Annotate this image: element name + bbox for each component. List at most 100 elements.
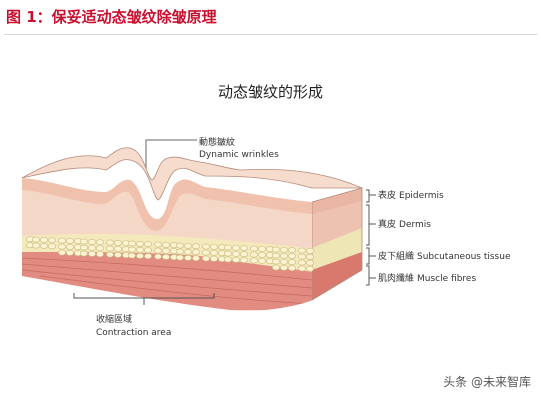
fat-cell: [224, 250, 232, 257]
fat-cell: [136, 240, 144, 247]
diagram-title: 动态皱纹的形成: [217, 83, 323, 101]
fat-cell: [280, 252, 288, 259]
fat-cell: [298, 253, 306, 260]
layer-zh: 肌肉纖維: [378, 272, 414, 284]
fat-cell: [114, 239, 122, 246]
fat-cell: [88, 244, 96, 251]
fat-cell: [66, 244, 74, 250]
fat-cell: [272, 246, 280, 253]
layer-zh: 真皮: [378, 218, 396, 230]
contraction-bracket: [73, 293, 215, 305]
fat-cell: [232, 256, 240, 263]
fat-cell: [176, 254, 184, 261]
fat-cell: [154, 247, 162, 254]
fat-cell: [240, 257, 248, 264]
fat-cell: [80, 250, 88, 257]
fat-cell: [128, 246, 136, 253]
fat-cell: [40, 237, 48, 243]
fat-cell: [48, 243, 56, 250]
skin-top-surface: [21, 147, 363, 201]
fat-cell: [162, 247, 170, 254]
fat-cell: [144, 247, 152, 254]
fat-cell: [144, 253, 152, 260]
fat-cell: [96, 251, 104, 258]
fat-cell: [272, 264, 280, 271]
fat-cell: [136, 252, 144, 259]
fat-cell: [288, 247, 296, 254]
fat-cell: [202, 255, 210, 262]
fat-cell: [210, 243, 218, 250]
fat-cell: [258, 245, 266, 252]
fat-cell: [58, 243, 66, 250]
fat-cell: [106, 245, 114, 252]
fat-cell: [114, 245, 122, 252]
fat-cell: [202, 243, 210, 250]
fat-cell: [240, 251, 248, 258]
contraction-zh: 收縮區域: [96, 313, 132, 325]
fat-cell: [136, 246, 144, 253]
fat-cell: [184, 242, 192, 249]
fat-cell: [250, 251, 258, 258]
layer-brackets: [366, 189, 376, 286]
layer-en: Subcutaneous tissue: [417, 252, 511, 262]
block-side-face: [311, 187, 363, 301]
fat-cell: [280, 246, 288, 253]
fat-cell: [192, 249, 200, 256]
fat-cell: [96, 245, 104, 252]
fat-cell: [280, 258, 288, 265]
fat-cell: [288, 259, 296, 266]
callout-zh: 動態皺紋: [199, 136, 235, 148]
fat-cell: [58, 249, 66, 256]
fat-cell: [96, 239, 104, 246]
fat-cell: [32, 242, 40, 249]
fat-cell: [162, 253, 170, 260]
fat-cell: [106, 239, 114, 246]
fat-cell: [40, 243, 48, 249]
fat-cell: [48, 237, 56, 244]
wrinkle-callout: [145, 139, 197, 170]
fat-cell: [114, 251, 122, 258]
fat-cell: [224, 244, 232, 251]
callout-en: Dynamic wrinkles: [199, 150, 279, 160]
fat-cell: [280, 264, 288, 271]
fat-cell: [202, 249, 210, 256]
layer-en: Epidermis: [399, 191, 444, 201]
fat-cell: [288, 265, 296, 272]
watermark: 头条 @未来智库: [443, 375, 531, 389]
fat-cell: [192, 255, 200, 262]
fat-cell: [272, 252, 280, 259]
fat-cell: [66, 250, 74, 256]
fat-cell: [184, 248, 192, 255]
fat-cell: [162, 241, 170, 248]
title-divider: [4, 34, 537, 35]
fat-cell: [210, 255, 218, 262]
fat-cell: [306, 247, 314, 254]
fat-cell: [258, 251, 266, 258]
fat-cell: [306, 265, 314, 272]
fat-cell: [154, 241, 162, 248]
fat-cell: [88, 250, 96, 257]
fat-cell: [224, 256, 232, 263]
fat-cell: [144, 241, 152, 248]
fat-cell: [32, 236, 40, 243]
figure-title: 图 1：保妥适动态皱纹除皱原理: [6, 8, 217, 26]
contraction-en: Contraction area: [96, 328, 171, 338]
fat-cell: [240, 245, 248, 252]
fat-cell: [298, 259, 306, 266]
fat-cell: [250, 257, 258, 264]
fat-cell: [58, 237, 66, 244]
fat-cell: [128, 252, 136, 259]
fat-cell: [66, 238, 74, 244]
layer-zh: 表皮: [378, 189, 396, 201]
fat-cell: [128, 240, 136, 247]
fat-cell: [306, 253, 314, 260]
layer-en: Dermis: [399, 220, 431, 230]
fat-cell: [184, 254, 192, 261]
fat-cell: [288, 253, 296, 260]
fat-cell: [250, 245, 258, 252]
layer-zh: 皮下組織: [378, 250, 414, 262]
